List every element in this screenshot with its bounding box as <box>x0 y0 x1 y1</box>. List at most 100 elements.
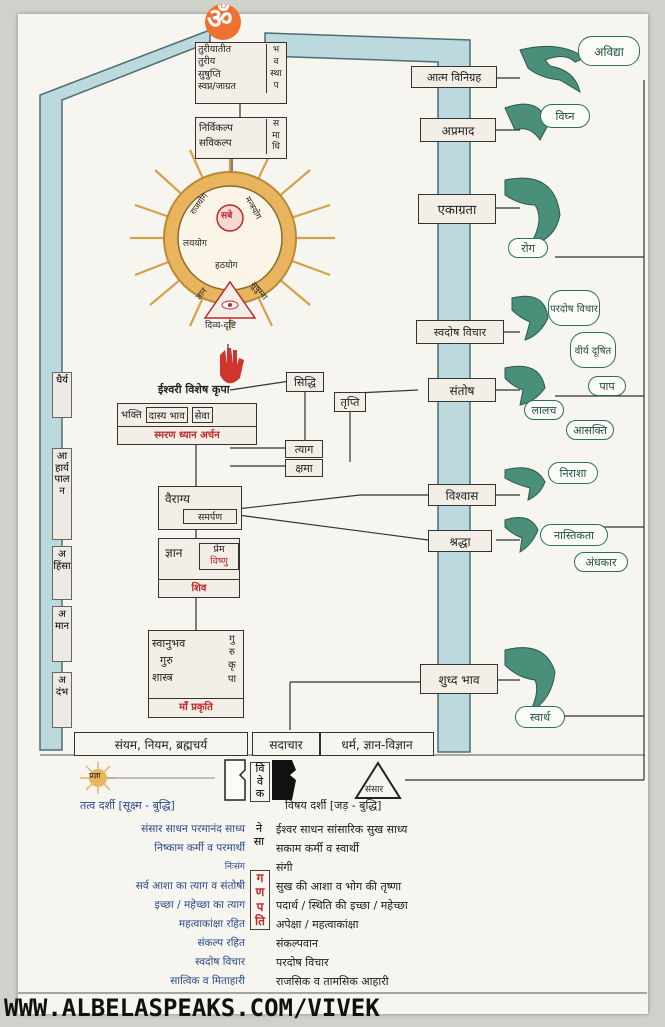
demon-tag: परदोष विचार <box>548 290 600 326</box>
viveka-char: वे <box>256 774 264 788</box>
ganapati-column: ग ण प ति <box>250 870 270 930</box>
state-line: सुषुप्ति <box>198 68 221 80</box>
bhakti-item: भक्ति <box>121 410 142 421</box>
bhakti-item: सेवा <box>191 407 213 423</box>
left-virtue: अहिंसा <box>52 546 72 600</box>
ganapati-char: ग <box>256 871 264 885</box>
footer-url: WWW.ALBELASPEAKS.COM/VIVEK <box>4 994 380 1022</box>
vishay-line: संकल्पवान <box>276 937 318 950</box>
guru-box: स्वानुभव गुरु शास्त्र गु रु कृ पा माँ प्… <box>148 630 244 718</box>
ne-sa-char: ने <box>255 822 263 835</box>
guru-char: रु <box>229 647 235 659</box>
vishay-line: सुख की आशा व भोग की तृष्णा <box>276 880 402 893</box>
guru-char: कृ <box>228 660 236 672</box>
tatva-line: निष्काम कर्मी व परमार्थी <box>154 842 245 854</box>
demon-extra: वीर्य दूषित <box>570 332 616 368</box>
demon-tag: स्वार्थ <box>515 706 565 728</box>
guru-line: स्वानुभव <box>152 637 186 650</box>
tatva-line: स्वदोष विचार <box>195 956 245 968</box>
sun-center-label: सबे <box>221 211 233 221</box>
sun-small-label: प्रज्ञा <box>89 771 101 780</box>
sadachar-box: सदाचार <box>252 732 320 756</box>
grace-label: ईश्वरी विशेष कृपा <box>158 383 230 396</box>
vishay-line: संगी <box>276 861 293 874</box>
left-virtue: धैर्य <box>52 372 72 418</box>
ganapati-char: ण <box>255 885 265 900</box>
guru-char: पा <box>227 673 237 685</box>
vishay-line: ईश्वर साधन सांसारिक सुख साध्य <box>276 823 408 836</box>
state-line: स्वप्न/जाग्रत <box>198 81 236 93</box>
state-char: स्था <box>270 69 282 80</box>
gyan-left: ज्ञान <box>165 546 183 560</box>
demon-tag: नास्तिकता <box>540 524 608 546</box>
eye-label: दिव्य-दृष्टि <box>205 321 237 331</box>
right-virtue: अप्रमाद <box>420 118 496 142</box>
demon-tag: अविद्या <box>578 36 640 66</box>
demon-tag: रोग <box>508 238 548 258</box>
tatva-line: निःसंग <box>224 862 245 872</box>
tatva-list: संसार साधन परमानंद साध्य निष्काम कर्मी व… <box>40 820 245 991</box>
right-virtue: स्वदोष विचार <box>416 320 504 344</box>
yoga-label: हठयोग <box>215 261 238 271</box>
samadhi-char: स <box>272 119 280 129</box>
samadhi-char: मा <box>272 130 280 141</box>
ganapati-char: ति <box>255 914 265 929</box>
left-virtue: आहार्य पालन <box>52 448 72 540</box>
poster-paper <box>18 14 648 1014</box>
tatva-line: सर्व आशा का त्याग व संतोषी <box>135 880 245 892</box>
yam-box: संयम, नियम, ब्रह्मचर्य <box>74 732 248 756</box>
vairagya-top: वैराग्य <box>165 492 191 506</box>
vishay-line: परदोष विचार <box>276 956 329 969</box>
demon-extra: अंधकार <box>574 552 628 572</box>
demon-tag: निराशा <box>548 462 598 484</box>
left-virtue: अदंभ <box>52 672 72 728</box>
right-virtue: एकाग्रता <box>418 194 496 224</box>
viveka-char: क <box>255 787 265 801</box>
tatva-line: संकल्प रहित <box>197 937 245 949</box>
samadhi-box: निर्विकल्प सविकल्प स मा धि <box>195 117 287 159</box>
vishay-title: विषय दर्शी [जड़ - बुद्धि] <box>285 799 382 812</box>
bhakti-bottom: स्मरण ध्यान अर्चन <box>118 426 256 444</box>
tripti-box: तृप्ति <box>334 392 366 412</box>
kshama-box: क्षमा <box>285 459 323 477</box>
vishay-line: राजसिक व तामसिक आहारी <box>276 975 389 988</box>
tatva-line: महत्वाकांक्षा रहित <box>178 918 245 930</box>
demon-tag: लालच <box>524 400 564 420</box>
sansar-label: संसार <box>365 785 384 795</box>
vishay-line: अपेक्षा / महत्वाकांक्षा <box>276 918 359 931</box>
demon-tag: विघ्न <box>540 104 590 128</box>
ganapati-char: प <box>256 899 264 914</box>
tatva-line: इच्छा / महेच्छा का त्याग <box>154 899 245 911</box>
vairagya-box: वैराग्य समर्पण <box>158 486 242 530</box>
samadhi-line: सविकल्प <box>199 138 232 149</box>
guru-bottom: माँ प्रकृति <box>149 698 243 717</box>
vishay-line: सकाम कर्मी व स्वार्थी <box>276 842 359 855</box>
guru-line: शास्त्र <box>152 671 173 685</box>
vairagya-bottom: समर्पण <box>183 509 237 524</box>
state-stack-box: तुरीयातीत तुरीय सुषुप्ति स्वप्न/जाग्रत भ… <box>195 42 287 104</box>
state-char: प <box>273 81 279 92</box>
guru-line: गुरु <box>160 654 173 668</box>
right-virtue: आत्म विनिग्रह <box>411 66 497 88</box>
tyag-box: त्याग <box>285 440 323 458</box>
ne-sa-char: सा <box>253 835 265 849</box>
dharma-box: धर्म, ज्ञान-विज्ञान <box>320 732 434 756</box>
tatva-line: संसार साधन परमानंद साध्य <box>141 823 245 835</box>
right-virtue: संतोष <box>428 378 496 402</box>
viveka-column: वि वे क <box>250 762 270 802</box>
tatva-title: तत्व दर्शी [सूक्ष्म - बुद्धि] <box>80 799 175 812</box>
viveka-char: वि <box>255 762 265 775</box>
gyan-bottom: शिव <box>159 579 239 597</box>
guru-char: गु <box>229 634 235 645</box>
bhakti-item: दास्य भाव <box>145 407 188 423</box>
state-char: भ <box>272 45 280 55</box>
state-char: व <box>273 57 279 68</box>
vishay-list: ईश्वर साधन सांसारिक सुख साध्य सकाम कर्मी… <box>276 820 636 991</box>
yoga-label: लययोग <box>183 239 207 249</box>
vishay-line: पदार्थ / स्थिति की इच्छा / महेच्छा <box>276 899 408 912</box>
gyan-right-bottom: विष्णु <box>210 556 228 568</box>
samadhi-line: निर्विकल्प <box>199 123 233 134</box>
state-line: तुरीयातीत <box>198 44 232 55</box>
om-symbol: ॐ <box>207 2 233 35</box>
